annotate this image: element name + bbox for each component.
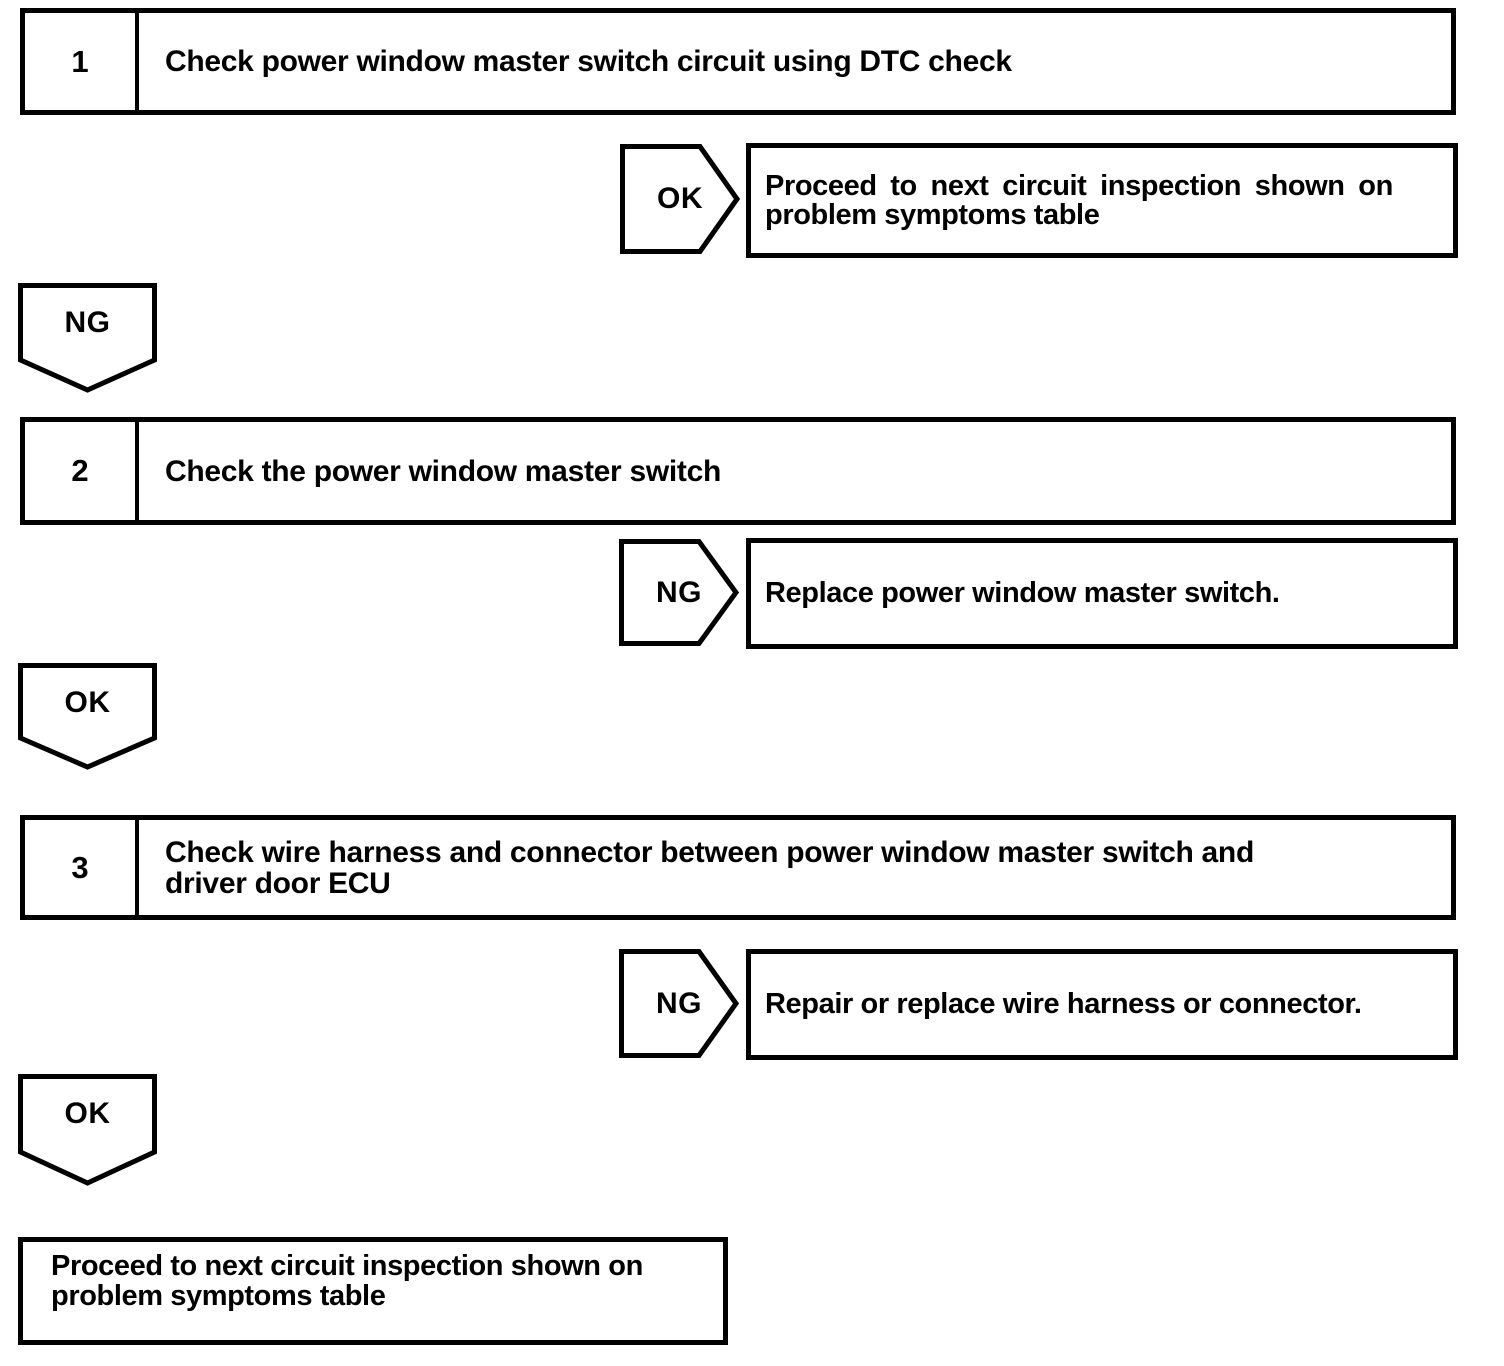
ng-branch-pentagon-2: NG [619, 539, 739, 646]
step-title-2-line-1: Check the power window master switch [165, 454, 721, 488]
pentagon-arrow-down-icon [18, 663, 157, 770]
ok-connector-label-2: OK [64, 686, 111, 719]
ng-connector-label-1: NG [64, 306, 111, 339]
ok-down-connector-2: OK [18, 663, 157, 770]
result-box-2: Replace power window master switch. [746, 538, 1458, 649]
result-3-line-1: Repair or replace wire harness or connec… [765, 988, 1362, 1020]
pentagon-arrow-right-icon [620, 144, 740, 254]
step-number-3: 3 [25, 820, 139, 915]
result-1-line-1: Proceed to next circuit inspection shown… [765, 169, 1393, 202]
terminal-box: Proceed to next circuit inspection shown… [18, 1237, 728, 1345]
step-title-1: Check power window master switch circuit… [139, 13, 1451, 110]
ng-down-connector-1: NG [18, 283, 157, 393]
result-box-3: Repair or replace wire harness or connec… [746, 949, 1458, 1060]
step-box-2: 2 Check the power window master switch [20, 417, 1456, 525]
step-title-3-line-2: driver door ECU [165, 866, 391, 900]
step-title-3-line-1: Check wire harness and connector between… [165, 835, 1254, 869]
ok-connector-label-3: OK [64, 1097, 111, 1130]
ok-branch-pentagon-1: OK [620, 144, 740, 254]
result-box-1: Proceed to next circuit inspection shown… [746, 143, 1458, 258]
result-2-line-1: Replace power window master switch. [765, 577, 1280, 609]
terminal-line-2: problem symptoms table [51, 1280, 386, 1312]
ng-branch-pentagon-3: NG [619, 949, 739, 1058]
step-box-3: 3 Check wire harness and connector betwe… [20, 815, 1456, 920]
result-1-line-2: problem symptoms table [765, 198, 1100, 231]
ok-branch-label-1: OK [657, 182, 703, 215]
step-title-3: Check wire harness and connector between… [139, 820, 1451, 915]
terminal-line-1: Proceed to next circuit inspection shown… [51, 1250, 643, 1282]
pentagon-arrow-right-icon [619, 539, 739, 646]
step-title-2: Check the power window master switch [139, 422, 1451, 520]
ng-branch-label-2: NG [656, 575, 702, 609]
ng-branch-label-3: NG [656, 986, 702, 1020]
step-number-2: 2 [25, 422, 139, 520]
step-number-1: 1 [25, 13, 139, 110]
pentagon-arrow-down-icon [18, 283, 157, 393]
step-title-1-line-1: Check power window master switch circuit… [165, 45, 1012, 78]
step-box-1: 1 Check power window master switch circu… [20, 8, 1456, 115]
ok-down-connector-3: OK [18, 1074, 157, 1186]
pentagon-arrow-right-icon [619, 949, 739, 1058]
pentagon-arrow-down-icon [18, 1074, 157, 1186]
